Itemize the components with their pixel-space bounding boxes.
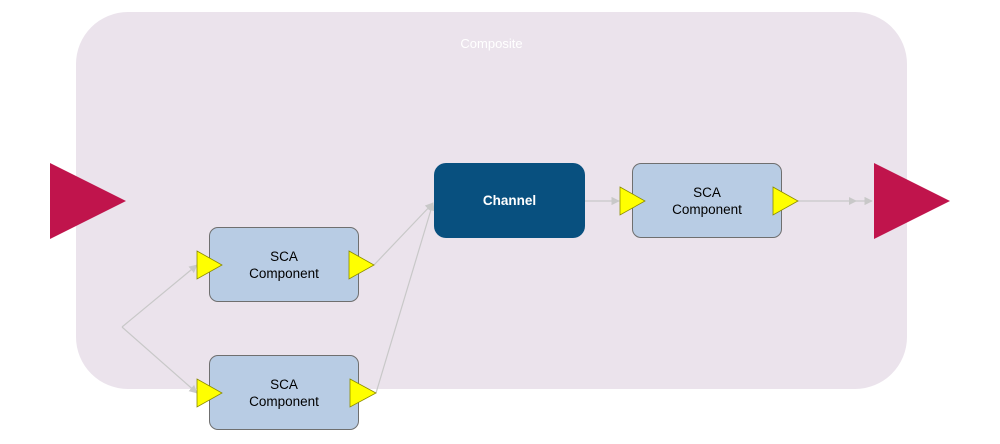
service-port-component-bottom-left[interactable]: [196, 378, 223, 408]
composite-label: Composite: [460, 36, 523, 51]
sca-component-label: SCA Component: [249, 248, 319, 281]
sca-component-label: SCA Component: [249, 376, 319, 409]
link-midway-arrowhead: [849, 197, 857, 205]
channel-label: Channel: [482, 193, 537, 208]
reference-port-component-bottom-left[interactable]: [349, 378, 377, 408]
sca-component-top-left[interactable]: SCA Component: [209, 227, 359, 302]
reference-port-component-right[interactable]: [772, 186, 799, 216]
link-junction-to-component-top: [121, 264, 198, 328]
reference-port-component-top-left[interactable]: [348, 250, 375, 280]
service-port-component-top-left[interactable]: [196, 250, 223, 280]
channel-node[interactable]: Channel: [434, 163, 585, 238]
link-component-bottom-to-channel: [375, 202, 435, 394]
sca-component-bottom-left[interactable]: SCA Component: [209, 355, 359, 430]
service-port-component-right[interactable]: [619, 186, 646, 216]
link-junction-to-component-bottom: [121, 326, 198, 394]
sca-component-label: SCA Component: [672, 184, 742, 217]
composite-reference-port[interactable]: [874, 163, 950, 239]
sca-component-right[interactable]: SCA Component: [632, 163, 782, 238]
composite-service-port[interactable]: [50, 163, 126, 239]
link-component-top-to-channel: [373, 202, 434, 266]
